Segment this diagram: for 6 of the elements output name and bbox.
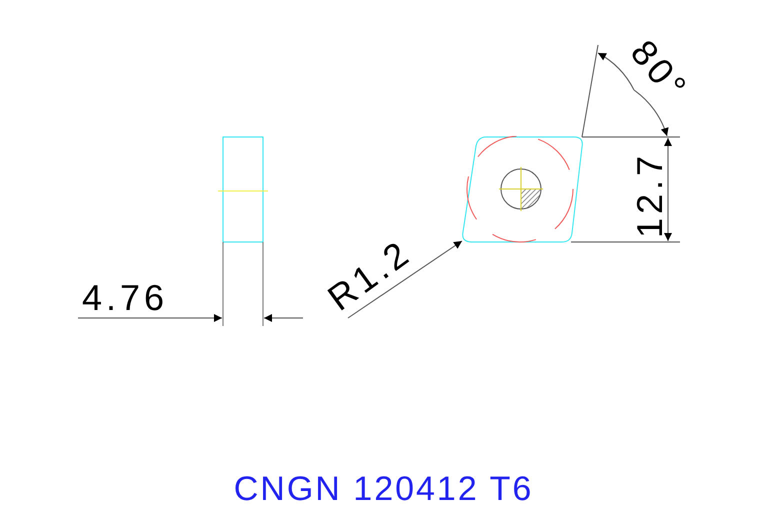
dimension-value: 12.7 [632, 152, 668, 238]
dimension-value: 4.76 [82, 280, 168, 316]
leader-line [348, 240, 462, 318]
angle-value: 80° [624, 34, 695, 108]
insert-drawing [461, 136, 583, 243]
caption: CNGN 120412 T6 [232, 472, 534, 506]
